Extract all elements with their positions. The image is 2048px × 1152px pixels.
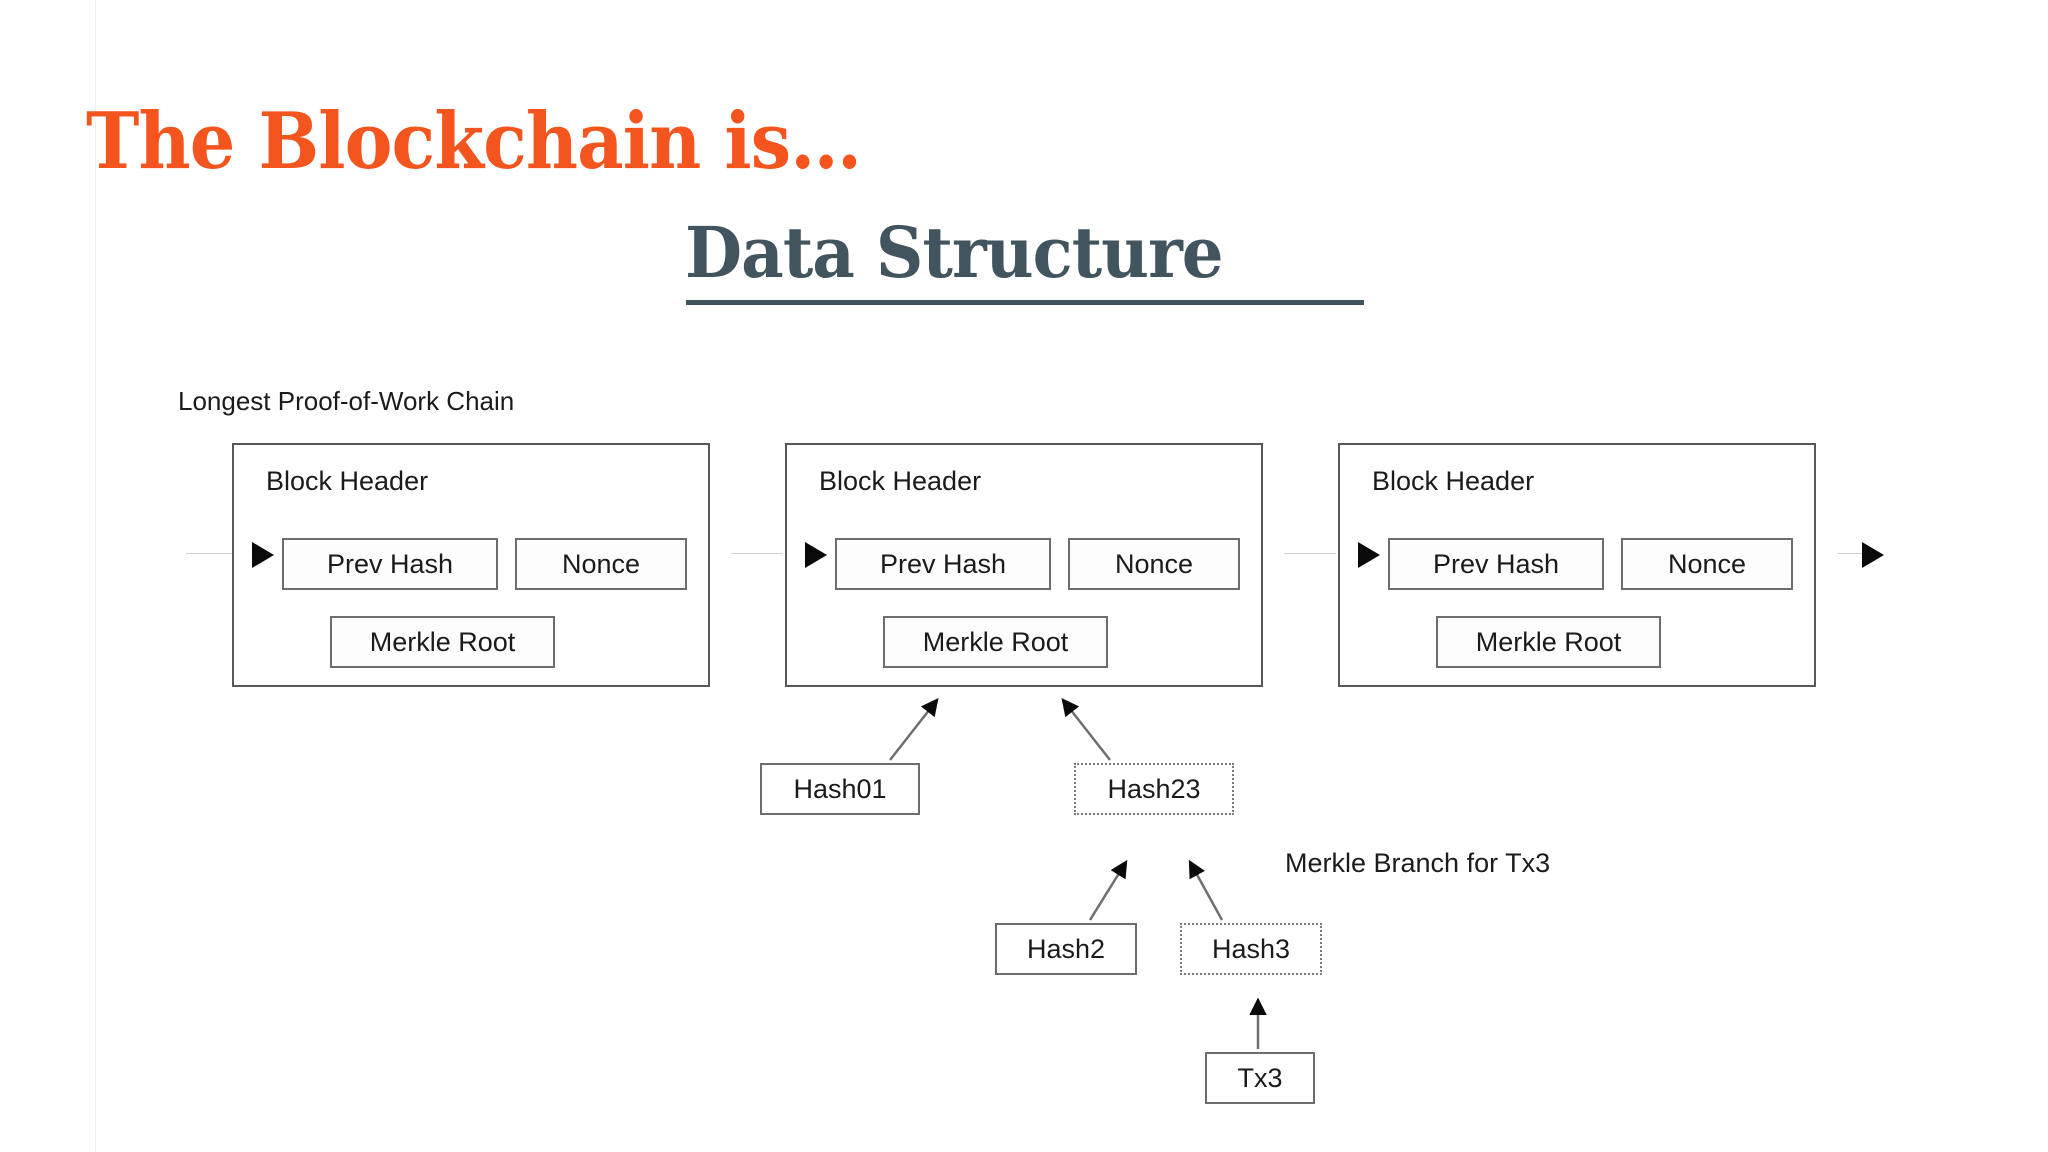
merkle-branch-label: Merkle Branch for Tx3 xyxy=(1285,848,1551,878)
chain-line-segment-2-3 xyxy=(1284,553,1336,554)
chain-line-segment-left xyxy=(186,553,252,554)
page-title-line-2: Data Structure xyxy=(685,211,1224,294)
connector-hash3-to-hash23 xyxy=(1188,859,1224,921)
block-header-2-nonce[interactable]: Nonce xyxy=(1068,538,1240,590)
merkle-node-hash3[interactable]: Hash3 xyxy=(1180,923,1322,975)
chain-arrow-into-block-2 xyxy=(805,542,827,568)
page-title-line-1: The Blockchain is… xyxy=(86,96,862,187)
chain-arrow-into-block-3 xyxy=(1358,542,1380,568)
block-header-3-title: Block Header xyxy=(1372,466,1535,496)
connector-hash23-to-merkle-root xyxy=(1061,698,1111,761)
merkle-node-hash23[interactable]: Hash23 xyxy=(1074,763,1234,815)
merkle-node-tx3[interactable]: Tx3 xyxy=(1205,1052,1315,1104)
slide-left-margin-rule xyxy=(95,0,96,1152)
chain-arrow-into-block-1 xyxy=(252,542,274,568)
merkle-node-hash2[interactable]: Hash2 xyxy=(995,923,1137,975)
block-header-1[interactable]: Block Header Prev Hash Nonce Merkle Root xyxy=(232,443,710,687)
block-header-2[interactable]: Block Header Prev Hash Nonce Merkle Root xyxy=(785,443,1263,687)
chain-arrow-continues-right xyxy=(1862,542,1884,568)
block-header-2-prev-hash[interactable]: Prev Hash xyxy=(835,538,1051,590)
page-title-underline xyxy=(686,300,1364,305)
connector-hash01-to-merkle-root xyxy=(889,698,939,761)
block-header-3-nonce[interactable]: Nonce xyxy=(1621,538,1793,590)
block-header-1-nonce[interactable]: Nonce xyxy=(515,538,687,590)
block-header-3-prev-hash[interactable]: Prev Hash xyxy=(1388,538,1604,590)
connector-hash2-to-hash23 xyxy=(1088,859,1128,921)
block-header-1-merkle-root[interactable]: Merkle Root xyxy=(330,616,555,668)
block-header-2-merkle-root[interactable]: Merkle Root xyxy=(883,616,1108,668)
block-header-1-title: Block Header xyxy=(266,466,429,496)
block-header-1-prev-hash[interactable]: Prev Hash xyxy=(282,538,498,590)
page-title-line-2-wrapper: Data Structure xyxy=(685,215,1257,291)
block-header-2-title: Block Header xyxy=(819,466,982,496)
chain-line-segment-right xyxy=(1838,553,1880,554)
merkle-node-hash01[interactable]: Hash01 xyxy=(760,763,920,815)
diagram-caption: Longest Proof-of-Work Chain xyxy=(178,386,515,416)
block-header-3[interactable]: Block Header Prev Hash Nonce Merkle Root xyxy=(1338,443,1816,687)
chain-line-segment-1-2 xyxy=(731,553,783,554)
block-header-3-merkle-root[interactable]: Merkle Root xyxy=(1436,616,1661,668)
